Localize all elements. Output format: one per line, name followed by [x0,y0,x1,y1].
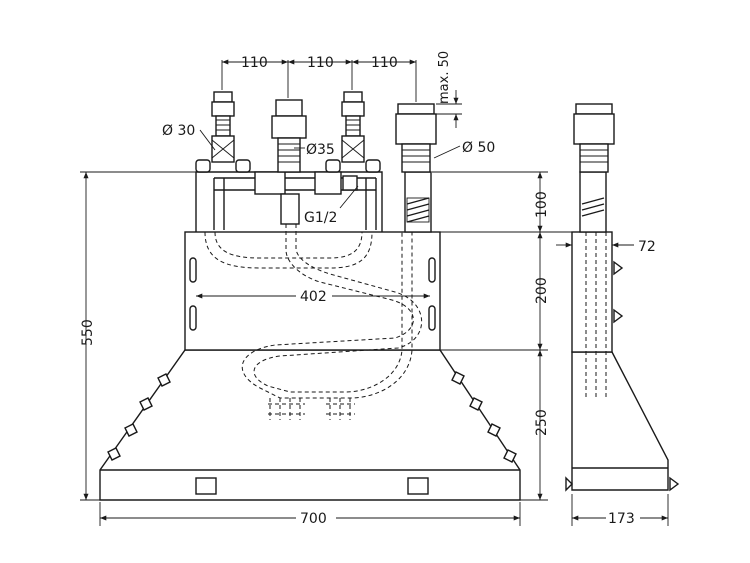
slot-right-1 [428,257,436,283]
dim-dia-30: Ø 30 [162,123,195,139]
label-402-bg [296,287,332,305]
base-foot-right [407,477,429,495]
dim-402: 402 [300,289,327,305]
valve-left [195,91,251,173]
side-upper [579,171,607,233]
base-foot-left [195,477,217,495]
internal-hose-dashed [204,224,423,420]
side-cap [575,103,613,115]
dim-dia-50: Ø 50 [462,140,495,156]
dim-110-a: 110 [241,55,268,71]
hose-coil [406,197,430,223]
side-tab-4 [669,476,680,492]
valve-center [271,99,307,173]
dim-100: 100 [534,191,550,218]
dim-700: 700 [300,511,327,527]
dim-dia-35: Ø35 [306,142,335,158]
side-middle [571,231,613,353]
side-view [565,103,680,492]
side-tab-3 [565,476,573,492]
label-700-bg [296,509,336,527]
slot-right-2 [428,305,436,331]
side-stem [579,143,609,173]
valve-drain [395,103,437,173]
dim-72: 72 [638,239,656,255]
slope-tabs [107,371,517,463]
dim-173: 173 [608,511,635,527]
drain-pipe [404,171,432,233]
side-collar [573,113,615,145]
pipe-network [213,171,377,230]
dim-250: 250 [534,409,550,436]
side-tab-1 [613,260,624,276]
side-tab-2 [613,308,624,324]
dim-200: 200 [534,277,550,304]
dim-110-b: 110 [307,55,334,71]
dim-550: 550 [80,319,96,346]
dimension-lines [80,59,669,526]
dim-max-50: max. 50 [437,51,452,104]
valve-right [325,91,381,173]
label-173-bg [606,509,640,527]
dim-110-c: 110 [371,55,398,71]
slot-left-2 [189,305,197,331]
side-coil [581,197,605,217]
slot-left-1 [189,257,197,283]
dim-g12: G1/2 [304,210,337,226]
